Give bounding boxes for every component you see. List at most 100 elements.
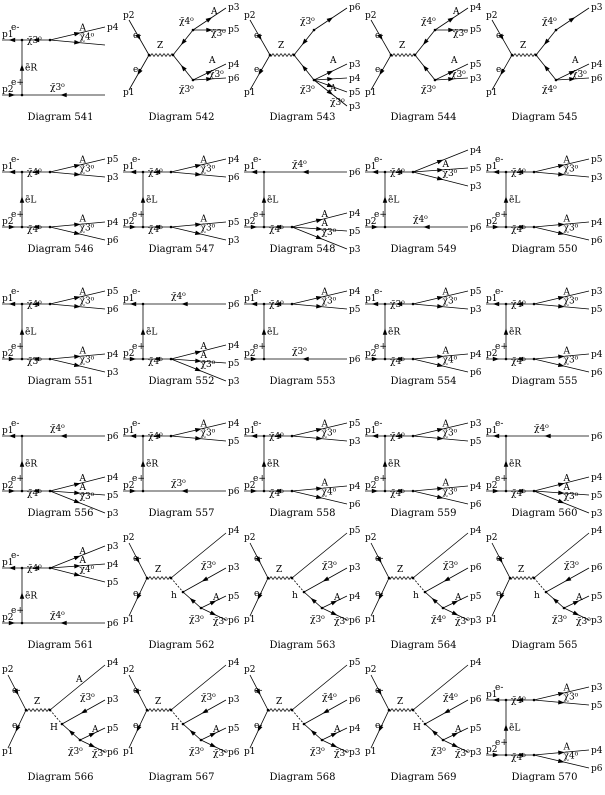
label-slepton: ẽL — [25, 327, 36, 338]
fermion-arrow — [60, 620, 67, 626]
fermion-arrow — [19, 196, 25, 203]
label-p3: p3 — [228, 563, 240, 573]
fermion-arrow — [32, 224, 40, 230]
label-gaugino-bottom: χ̃4⁰ — [148, 356, 163, 367]
fermion-arrow — [19, 64, 25, 71]
label-positron: e+ — [11, 606, 24, 616]
label-χ~3⁰: χ̃3⁰ — [201, 359, 216, 370]
fermion-arrow — [436, 296, 444, 301]
fermion-arrow — [378, 725, 384, 732]
label-p5: p5 — [228, 218, 240, 228]
vertex-dot — [266, 576, 270, 580]
label-gaugino-top: χ̃4⁰ — [148, 431, 163, 442]
fermion-arrow — [250, 488, 258, 494]
fermion-arrow — [568, 70, 576, 76]
label-p1: p1 — [2, 426, 14, 436]
label-p1: p1 — [244, 426, 256, 436]
label-A: A — [452, 7, 460, 17]
diagram-caption: Diagram 565 — [511, 640, 578, 651]
label-p5: p5 — [470, 164, 482, 174]
fermion-arrow — [382, 196, 388, 203]
label-slepton: ẽL — [509, 723, 520, 734]
label-gaugino-mid: χ̃3⁰ — [80, 692, 95, 703]
label-p6: p6 — [470, 368, 482, 378]
label-A: A — [333, 725, 341, 735]
label-p3: p3 — [349, 102, 361, 112]
fermion-arrow — [544, 433, 551, 439]
fermion-arrow — [88, 732, 96, 738]
fermion-arrow — [129, 488, 137, 494]
label-p2: p2 — [2, 85, 14, 95]
diagram-caption: Diagram 568 — [269, 772, 336, 783]
label-χ~4⁰: χ̃4⁰ — [564, 751, 579, 762]
label-electron: e- — [254, 65, 262, 75]
label-p1: p1 — [365, 615, 377, 625]
label-p1: p1 — [365, 162, 377, 172]
fermion-arrow — [19, 460, 25, 467]
label-electron: e- — [495, 419, 503, 429]
label-p5: p5 — [470, 60, 482, 70]
label-χ~3⁰: χ̃3⁰ — [443, 487, 458, 498]
label-p5: p5 — [470, 437, 482, 447]
label-A: A — [442, 420, 450, 430]
label-gaugino-top: χ̃4⁰ — [179, 16, 194, 27]
fermion-arrow — [209, 732, 217, 738]
fermion-arrow — [395, 169, 403, 175]
label-gaugino-bottom: χ̃4⁰ — [390, 356, 405, 367]
diagram-caption: Diagram 552 — [148, 376, 215, 387]
label-electron: e- — [132, 155, 140, 165]
fermion-arrow — [322, 708, 330, 714]
fermion-arrow — [189, 597, 196, 604]
higgs-propagator — [412, 577, 426, 593]
fermion-arrow — [371, 356, 379, 362]
diagram-caption: Diagram 566 — [27, 772, 94, 783]
fermion-arrow — [302, 169, 309, 175]
fermion-arrow — [205, 70, 213, 76]
label-p2: p2 — [2, 481, 14, 491]
fermion-arrow — [326, 70, 334, 76]
label-gaugino-bottom: χ̃3⁰ — [292, 346, 307, 357]
fermion-arrow — [201, 576, 209, 582]
fermion-arrow — [195, 171, 202, 177]
label-gaugino-top: χ̃4⁰ — [269, 299, 284, 310]
label-p1: p1 — [123, 426, 135, 436]
fermion-arrow — [194, 350, 202, 355]
label-p6: p6 — [107, 236, 119, 246]
label-p6: p6 — [107, 305, 119, 315]
label-χ~3⁰: χ̃3⁰ — [334, 616, 349, 627]
label-gaugino-bottom: χ̃3⁰ — [171, 478, 186, 489]
diagram-caption: Diagram 569 — [390, 772, 457, 783]
fermion-arrow — [129, 301, 137, 307]
fermion-arrow — [73, 555, 81, 561]
label-gaugino-top: χ̃4⁰ — [27, 299, 42, 310]
label-p2: p2 — [365, 481, 377, 491]
outgoing-top — [291, 664, 348, 711]
label-χ~3⁰: χ̃3⁰ — [213, 748, 228, 759]
label-χ~4⁰: χ̃4⁰ — [443, 355, 458, 366]
label-p3: p3 — [591, 287, 603, 297]
label-p1: p1 — [244, 615, 256, 625]
fermion-arrow — [209, 600, 217, 606]
label-p3: p3 — [228, 236, 240, 246]
z-propagator — [267, 708, 293, 712]
label-χ~3⁰: χ̃3⁰ — [564, 164, 579, 175]
label-p3: p3 — [470, 305, 482, 315]
fermion-arrow — [153, 224, 161, 230]
label-p6: p6 — [349, 355, 361, 365]
label-p6: p6 — [228, 748, 240, 758]
label-p3: p3 — [349, 748, 361, 758]
fermion-arrow — [194, 428, 202, 433]
fermion-arrow — [376, 556, 382, 564]
fermion-arrow — [302, 38, 308, 45]
label-p4: p4 — [107, 658, 119, 668]
label-p5: p5 — [591, 491, 603, 501]
label-p4: p4 — [107, 350, 119, 360]
label-gaugino-bottom: χ̃3⁰ — [310, 746, 325, 757]
